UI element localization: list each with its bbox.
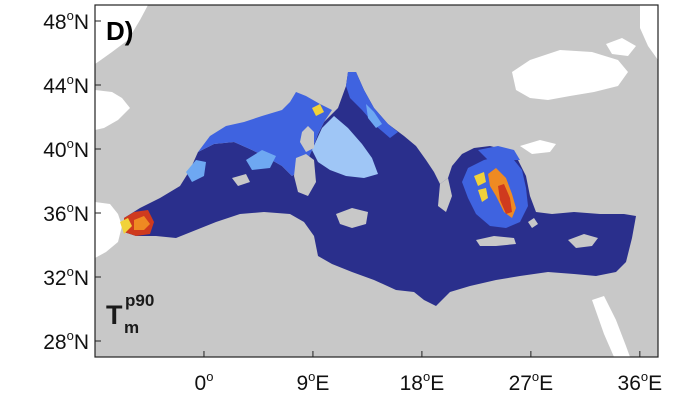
lon-tick-label: 9oE: [296, 369, 329, 395]
atlantic-north-area: [95, 5, 148, 64]
lat-tick-label: 48oN: [43, 8, 89, 34]
rhodes-island: [528, 218, 538, 228]
sea-blue-adriatic: [346, 72, 398, 138]
mediterranean-sea: [120, 72, 636, 306]
hot-spot-aegean-yellow-2: [478, 188, 488, 202]
variable-subscript: m: [124, 318, 139, 337]
hot-spot-gibraltar-yellow: [120, 218, 132, 234]
latitude-axis: 48oN 44oN 40oN 36oN 32oN 28oN: [43, 8, 101, 354]
sea-blue-aegean-north: [478, 146, 520, 160]
sardinia-island: [294, 154, 316, 196]
non-land-areas: [95, 5, 658, 357]
lat-tick-label: 36oN: [43, 200, 89, 226]
hot-spot-aegean-yellow: [474, 172, 486, 186]
variable-superscript: p90: [125, 291, 154, 310]
sicily-island: [336, 208, 368, 228]
panel-label: D): [106, 16, 133, 46]
lon-tick-label: 27oE: [509, 369, 554, 395]
longitude-axis: 0o 9oE 18oE 27oE 36oE: [195, 351, 663, 395]
variable-base: T: [106, 300, 123, 330]
lat-tick-label: 44oN: [43, 72, 89, 98]
sea-dark-blue-region: [124, 72, 636, 306]
marmara-area: [520, 140, 556, 154]
lat-tick-label: 32oN: [43, 264, 89, 290]
caspian-edge-area: [640, 5, 658, 60]
sea-pale-tyrrhenian: [312, 116, 378, 178]
hot-spot-aegean-red: [498, 184, 512, 214]
sea-of-azov-area: [606, 38, 636, 56]
sea-light-adriatic: [366, 104, 382, 128]
bay-of-biscay-area: [95, 90, 130, 130]
atlantic-west-area: [95, 202, 122, 258]
sea-blue-region-liguria-tyrrhenian: [198, 92, 332, 176]
hot-spot-genoa-yellow: [312, 104, 324, 116]
lat-tick-label: 28oN: [43, 328, 89, 354]
peloponnese: [438, 178, 452, 212]
hot-spot-gibraltar-orange: [134, 216, 150, 230]
lon-tick-label: 36oE: [618, 369, 663, 395]
red-sea-area: [592, 296, 630, 357]
crete-island: [476, 236, 516, 246]
mallorca-island: [232, 174, 250, 186]
sea-light-blue-ligurian: [246, 150, 276, 170]
variable-label: T p90 m: [106, 291, 154, 337]
map-frame: [94, 4, 659, 358]
lat-tick-label: 40oN: [43, 136, 89, 162]
islands: [232, 126, 598, 248]
map-area: [95, 5, 658, 357]
cyprus-island: [568, 234, 598, 248]
sea-light-blue-alboran: [186, 160, 206, 182]
black-sea-area: [512, 50, 628, 100]
lon-tick-label: 18oE: [400, 369, 445, 395]
lon-tick-label: 0o: [195, 369, 214, 395]
corsica-island: [300, 126, 314, 152]
